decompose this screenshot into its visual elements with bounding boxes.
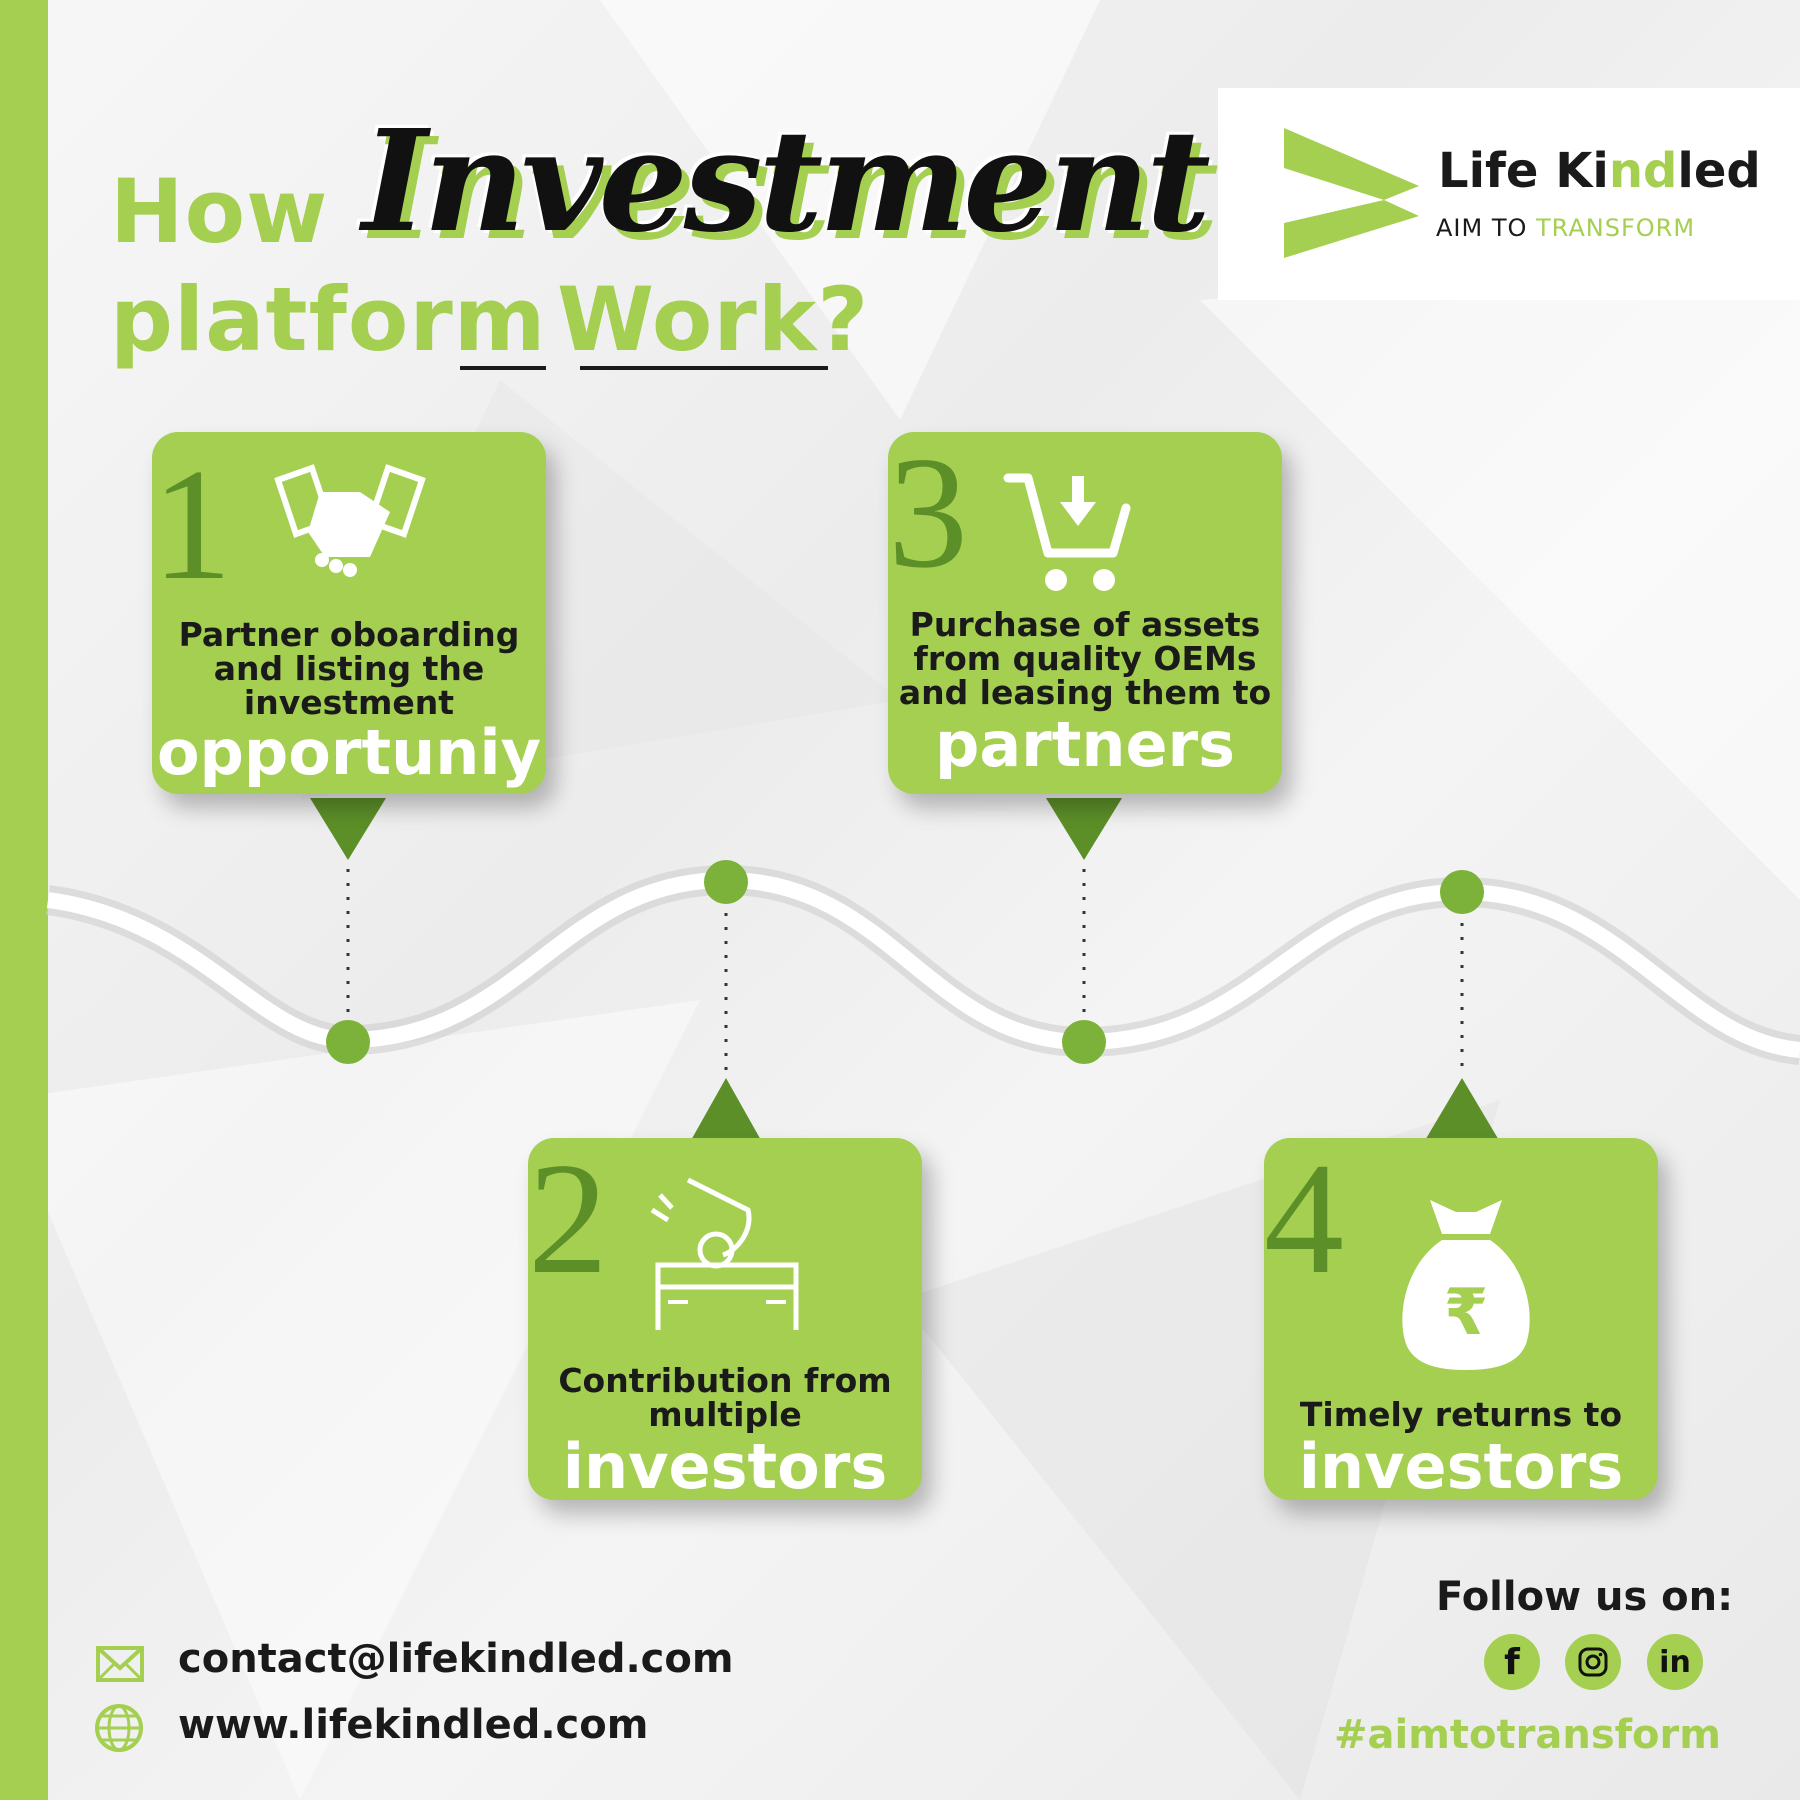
step-number: 1 [152, 435, 232, 613]
heading-underline-right [580, 366, 828, 370]
rupee-money-bag-icon: ₹ [1402, 1200, 1530, 1370]
step-highlight: partners [934, 708, 1236, 781]
handshake-icon [274, 464, 426, 577]
logo-card: Life Kindled AIM TO TRANSFORM [1218, 88, 1800, 300]
step-description: Contribution from multiple [558, 1361, 892, 1434]
follow-label: Follow us on: [1436, 1574, 1734, 1620]
heading-investment: Investment [362, 100, 1211, 264]
step-card-2: 2 Contribution from multiple investors [528, 1138, 922, 1500]
heading-work: Work? [557, 268, 870, 371]
step-number: 2 [528, 1129, 608, 1307]
logo-tagline: AIM TO TRANSFORM [1436, 214, 1696, 242]
step-highlight: opportuniy [156, 716, 542, 789]
heading-platform: platform [110, 268, 547, 371]
donation-box-icon [650, 1177, 799, 1330]
hashtag: #aimtotransform [1334, 1712, 1721, 1758]
step-card-4: 4 ₹ Timely returns to investors [1264, 1138, 1658, 1500]
logo-arrow-icon [1284, 128, 1419, 258]
mail-icon [96, 1646, 144, 1682]
instagram-icon[interactable] [1565, 1634, 1621, 1690]
step-highlight: investors [562, 1430, 888, 1503]
linkedin-icon[interactable]: in [1647, 1634, 1703, 1690]
step-description: Purchase of assets from quality OEMs and… [898, 605, 1272, 712]
step-highlight: investors [1298, 1430, 1624, 1503]
svg-text:₹: ₹ [1444, 1276, 1489, 1350]
step-description: Partner oboarding and listing the invest… [178, 615, 520, 722]
heading-how: How [110, 160, 329, 263]
shopping-cart-icon [1003, 473, 1131, 591]
globe-icon [95, 1704, 143, 1752]
left-accent-bar [0, 0, 48, 1800]
contact-website[interactable]: www.lifekindled.com [178, 1702, 649, 1748]
step-card-1: 1 Partner oboarding and listing the inve… [152, 432, 546, 794]
heading-underline-left [460, 366, 546, 370]
logo-name: Life Kindled [1438, 143, 1761, 199]
step-number: 3 [888, 423, 968, 601]
step-card-3: 3 Purchase of assets from quality OEMs a… [888, 432, 1282, 794]
contact-email[interactable]: contact@lifekindled.com [178, 1636, 734, 1682]
step-number: 4 [1264, 1129, 1344, 1307]
facebook-icon[interactable]: f [1484, 1634, 1540, 1690]
step-description: Timely returns to [1299, 1395, 1623, 1434]
